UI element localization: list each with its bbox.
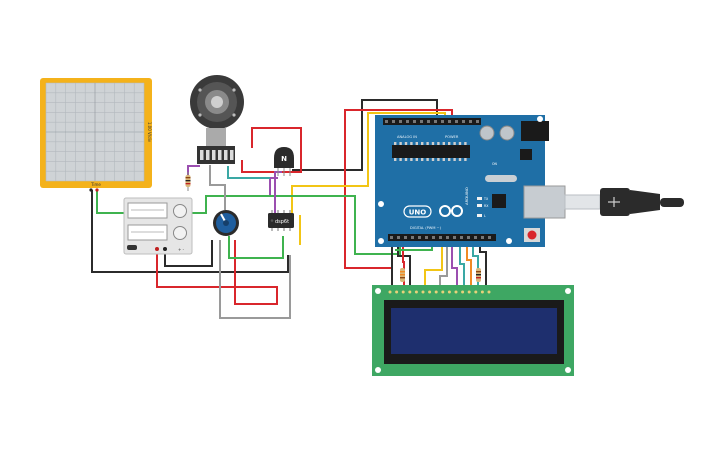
oscilloscope-time-label: Time <box>90 182 101 187</box>
supply-terminal-neg[interactable] <box>163 247 167 251</box>
arduino-brand: ARDUINO <box>464 187 469 205</box>
power-supply[interactable]: + - <box>123 197 193 255</box>
wire-purple-1 <box>187 165 282 216</box>
transistor-label: N <box>281 155 287 163</box>
wire-red-top <box>344 109 453 269</box>
wire-black-supply <box>164 240 213 267</box>
arduino-uno[interactable]: ANALOG IN POWER DIGITAL (PWM ~) UNO <box>375 115 566 247</box>
oscilloscope-grid <box>45 82 145 182</box>
tx-label: TX <box>483 197 489 201</box>
arduino-header-top <box>383 118 481 125</box>
led-label: L <box>484 214 486 218</box>
resistor-lcd-left[interactable] <box>400 268 405 282</box>
resistor-lcd-right[interactable] <box>476 268 481 282</box>
wire-lcd-teal <box>459 238 465 290</box>
supply-voltage-knob[interactable] <box>173 204 187 218</box>
transistor-npn[interactable]: N <box>274 147 294 176</box>
crystal <box>485 175 517 182</box>
wire-lcd-gray <box>439 238 448 290</box>
wire-black-scope <box>91 190 289 273</box>
potentiometer-icon[interactable] <box>213 210 239 236</box>
wire-lcd-yellow <box>424 238 443 290</box>
oscilloscope-terminal-neg[interactable] <box>89 188 93 192</box>
rx-label: RX <box>484 204 489 208</box>
reset-button[interactable] <box>527 230 537 240</box>
dc-motor-icon[interactable] <box>190 75 244 164</box>
oscilloscope-terminal-pos[interactable] <box>95 188 99 192</box>
supply-terminal-label: + - <box>178 247 185 252</box>
wire-teal-1 <box>227 166 270 179</box>
usb-port[interactable] <box>523 185 566 219</box>
wire-black-top <box>292 99 438 171</box>
ic-chip[interactable]: dsp6t <box>268 210 294 231</box>
resistor-left[interactable] <box>185 172 191 191</box>
arduino-digital-label: DIGITAL (PWM ~) <box>410 226 442 230</box>
arduino-analog-label: ANALOG IN <box>397 135 417 139</box>
wire-yellow-top <box>291 112 446 216</box>
usb-plug-icon[interactable] <box>564 188 684 216</box>
supply-current-knob[interactable] <box>173 226 187 240</box>
on-label: ON <box>492 162 498 166</box>
wire-red-motor-loop <box>241 127 302 173</box>
wires <box>91 99 487 319</box>
barrel-jack[interactable] <box>521 121 549 141</box>
wire-gray-2 <box>209 165 226 210</box>
arduino-power-label: POWER <box>445 135 459 139</box>
wire-gray-1 <box>219 240 291 319</box>
arduino-uno-logo: UNO <box>409 209 427 217</box>
wire-lcd-orange <box>466 238 472 290</box>
ic-chip-label: dsp6t <box>275 219 289 225</box>
oscilloscope-scale-label: 1.00 V/div <box>147 122 152 143</box>
oscilloscope[interactable]: 1.00 V/div Time <box>40 78 152 192</box>
wire-green-pot <box>228 236 284 259</box>
lcd-screen <box>391 308 557 354</box>
capacitor-1 <box>479 125 495 141</box>
supply-power-switch[interactable] <box>127 245 137 250</box>
arduino-infinity-logo <box>439 205 463 217</box>
arduino-mcu <box>392 145 470 158</box>
capacitor-2 <box>499 125 515 141</box>
wire-lcd-purple <box>451 238 458 290</box>
supply-terminal-pos[interactable] <box>155 247 159 251</box>
wire-red-supply <box>156 240 278 305</box>
lcd-16x2[interactable] <box>372 285 574 376</box>
